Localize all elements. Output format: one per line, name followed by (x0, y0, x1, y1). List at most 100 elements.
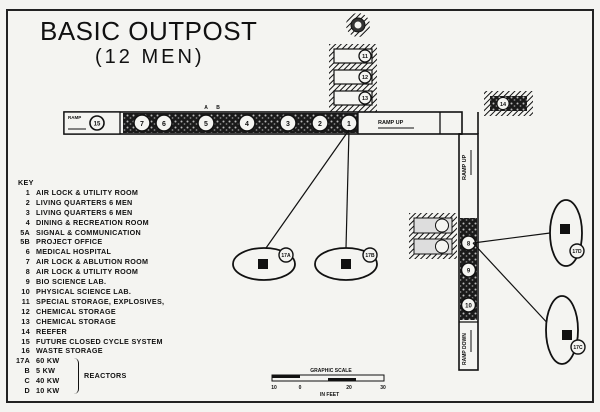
module-label: 10 (465, 304, 472, 310)
diagram-title: BASIC OUTPOST (40, 16, 258, 46)
module-5: 5 (197, 114, 215, 132)
key-item-number: 13 (21, 316, 30, 326)
module-10: 10 (460, 297, 477, 313)
reactor-core-icon (560, 224, 570, 234)
scale-tick: 0 (299, 385, 302, 391)
module-circle (155, 114, 173, 132)
module-circle (197, 114, 215, 132)
module-4: 4 (238, 114, 256, 132)
key-item-number: 16 (21, 346, 30, 356)
reactor-core-icon (341, 259, 351, 269)
storage-label: 11 (362, 54, 368, 60)
scale-unit: IN FEET (320, 392, 339, 398)
waste-storage-16 (346, 13, 370, 37)
key-item-number: 4 (25, 217, 30, 227)
module-9: 9 (460, 262, 477, 278)
key-item-label: CHEMICAL STORAGE (36, 316, 117, 326)
key-item: 9 BIO SCIENCE LAB. (16, 277, 164, 287)
ramp-left-label: RAMP (68, 115, 81, 120)
drawing-frame (6, 9, 594, 403)
reactor-label: 17D (572, 249, 582, 255)
module-label: 1 (347, 121, 351, 128)
key-heading: KEY (18, 178, 34, 187)
module-label: 2 (318, 121, 322, 128)
future-system-label: 15 (94, 122, 101, 128)
ramp-up-vertical-label: RAMP UP (462, 154, 468, 180)
key-item: 8 AIR LOCK & UTILITY ROOM (16, 267, 164, 277)
scale-tick: 30 (380, 385, 386, 391)
storage-label: 12 (362, 75, 368, 81)
key-item-number: 9 (25, 277, 30, 287)
key-item-number: 17A (16, 356, 31, 366)
scale-title: GRAPHIC SCALE (310, 368, 352, 374)
key-item-number: 12 (21, 306, 30, 316)
key-item: 15 FUTURE CLOSED CYCLE SYSTEM (16, 337, 164, 347)
reactor-17A: 17A (232, 247, 296, 281)
key-item-label: 5 KW (36, 366, 56, 376)
reactor-17C: 17C (545, 295, 586, 365)
ramp-up-label: RAMP UP (378, 120, 404, 126)
storage-module-13: 13 (333, 90, 373, 106)
key-item-label: AIR LOCK & ABLUTION ROOM (36, 257, 149, 267)
key-item: 14 REEFER (16, 327, 164, 337)
key-item-label: 10 KW (36, 386, 60, 396)
key-item-number: 15 (21, 336, 30, 346)
key-item-number: 14 (21, 326, 30, 336)
key-item-label: SIGNAL & COMMUNICATION (36, 227, 141, 237)
key-item-label: 40 KW (36, 376, 60, 386)
key-item-number: 8 (25, 267, 30, 277)
module-label: 6 (162, 121, 166, 128)
module-7: 7 (133, 114, 151, 132)
key-item-label: 60 KW (36, 356, 60, 366)
key-item-label: BIO SCIENCE LAB. (36, 277, 107, 287)
key-item-number: 10 (21, 286, 30, 296)
module-6: 6 (155, 114, 173, 132)
key-item-number: 7 (25, 257, 30, 267)
graphic-scale: GRAPHIC SCALE 10 0 20 30 IN FEET (271, 368, 386, 398)
reactor-brace (74, 358, 79, 395)
side-storage-blocks (409, 213, 457, 259)
key-item-label: AIR LOCK & UTILITY ROOM (36, 267, 139, 277)
module-circle (279, 114, 297, 132)
scale-tick: 10 (271, 385, 277, 391)
reactor-label: 17B (365, 253, 375, 259)
module-label: 7 (140, 121, 144, 128)
reefer-label: 14 (500, 102, 507, 108)
key-item-label: PROJECT OFFICE (36, 237, 103, 247)
key-item: 12 CHEMICAL STORAGE (16, 307, 164, 317)
key-item-number: 1 (25, 187, 30, 197)
storage-module-12: 12 (333, 69, 373, 85)
module-circle (133, 114, 151, 132)
key-item-label: AIR LOCK & UTILITY ROOM (36, 187, 139, 197)
reactor-label: 17A (281, 253, 291, 259)
module-label: 5 (204, 121, 208, 128)
key-item-label: DINING & RECREATION ROOM (36, 217, 149, 227)
key-item-label: LIVING QUARTERS 6 MEN (36, 197, 133, 207)
reactor-17D: 17D (549, 199, 585, 267)
key-item-label: CHEMICAL STORAGE (36, 306, 117, 316)
reactor-core-icon (258, 259, 268, 269)
storage-module-11: 11 (333, 48, 373, 64)
key-item-label: LIVING QUARTERS 6 MEN (36, 207, 133, 217)
key-item: 7 AIR LOCK & ABLUTION ROOM (16, 257, 164, 267)
key-item-label: FUTURE CLOSED CYCLE SYSTEM (36, 336, 163, 346)
power-cables (265, 129, 553, 329)
storage-block: 11 12 13 (329, 44, 377, 112)
reactor-label: 17C (573, 345, 583, 351)
key-item-label: WASTE STORAGE (36, 346, 103, 356)
key-item: 16 WASTE STORAGE (16, 346, 164, 356)
module-label: 8 (467, 242, 471, 248)
diagram-subtitle: (12 MEN) (95, 46, 205, 68)
key-item-label: REEFER (36, 326, 67, 336)
